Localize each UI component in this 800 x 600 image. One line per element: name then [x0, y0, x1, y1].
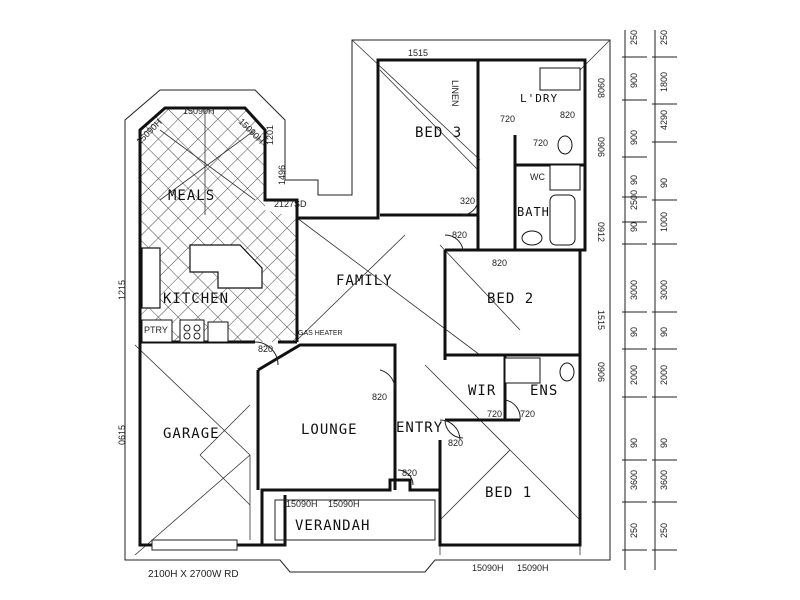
toilet	[557, 135, 573, 155]
bed1-window-2: 15090H	[517, 563, 549, 573]
dimension-label: 90	[629, 438, 639, 448]
room-label-entry: ENTRY	[396, 420, 443, 436]
bed2-side-window: 1515	[596, 310, 606, 330]
dimension-label: 4290	[659, 110, 669, 130]
dimension-label: 90	[629, 222, 639, 232]
bed1-side-window: 0906	[596, 362, 606, 382]
meals-dim-1: 1201	[265, 125, 275, 145]
dimension-label: 250	[629, 523, 639, 538]
room-label-family: FAMILY	[336, 273, 393, 289]
dimension-label: 2500	[629, 190, 639, 210]
pantry	[141, 319, 173, 343]
door-bed2: 820	[492, 258, 507, 268]
verandah-window-1: 15090H	[286, 499, 318, 509]
dimension-label: 2000	[659, 365, 669, 385]
dimension-label: 250	[629, 30, 639, 45]
dimension-label: 3600	[659, 470, 669, 490]
room-label-meals: MEALS	[168, 188, 215, 204]
dimension-label: 2000	[629, 365, 639, 385]
bath-tub	[549, 194, 576, 246]
room-label-bed3: BED 3	[415, 125, 462, 141]
door-ldry: 820	[560, 110, 575, 120]
room-label-ptry: PTRY	[144, 325, 168, 335]
fridge	[207, 321, 229, 343]
basin	[521, 230, 543, 246]
room-label-bath: BATH	[517, 205, 550, 219]
room-label-bed2: BED 2	[487, 291, 534, 307]
verandah-floor	[274, 499, 436, 541]
room-label-verandah: VERANDAH	[295, 518, 370, 534]
dimension-label: 900	[629, 130, 639, 145]
cooktop	[179, 319, 205, 343]
room-label-ldry: L'DRY	[520, 92, 558, 105]
meals-window-top: 15090H	[183, 106, 215, 116]
room-label-kitchen: KITCHEN	[163, 291, 229, 307]
door-entry-2: 820	[402, 468, 417, 478]
room-label-linen: LINEN	[450, 80, 460, 107]
dimension-label: 900	[629, 73, 639, 88]
laundry-tub	[539, 67, 581, 91]
dimension-label: 90	[659, 327, 669, 337]
garage-door-label: 2100H X 2700W RD	[148, 569, 239, 580]
dimension-label: 3600	[629, 470, 639, 490]
dimension-label: 3000	[629, 280, 639, 300]
wc-side-window: 0906	[596, 137, 606, 157]
room-label-ens: ENS	[530, 383, 558, 399]
door-family-top: 820	[452, 230, 467, 240]
room-label-wc: WC	[530, 172, 545, 182]
kitchen-side-window: 1215	[117, 280, 127, 300]
kitchen-bench	[141, 247, 161, 309]
room-label-wir: WIR	[468, 383, 496, 399]
dimension-label: 3000	[659, 280, 669, 300]
kitchen-island	[189, 244, 263, 289]
meals-dim-2: 1496	[277, 165, 287, 185]
room-label-lounge: LOUNGE	[301, 422, 358, 438]
bed1-window-1: 15090H	[472, 563, 504, 573]
room-label-garage: GARAGE	[163, 426, 220, 442]
dimension-label: 90	[629, 327, 639, 337]
door-ens: 720	[520, 409, 535, 419]
room-label-bed1: BED 1	[485, 485, 532, 501]
dimension-label: 90	[659, 178, 669, 188]
dimension-label: 1800	[659, 72, 669, 92]
door-wir: 720	[487, 409, 502, 419]
garage-door	[151, 539, 238, 551]
dimension-label: 1000	[659, 212, 669, 232]
door-swings	[254, 199, 521, 486]
dimension-label: 90	[629, 175, 639, 185]
bed3-window-label: 1515	[408, 48, 428, 58]
door-kitchen: 820	[258, 344, 273, 354]
family-window-label: 2127SD	[274, 199, 307, 209]
dimension-column-1: 250 900 900 90 2500 90 3000 90 2000 90 3600 250	[622, 30, 647, 551]
verandah-window-2: 15090H	[328, 499, 360, 509]
ens-toilet	[559, 362, 575, 382]
shower	[549, 164, 581, 191]
ldry-side-window: 0908	[596, 78, 606, 98]
ens-shower	[504, 357, 541, 384]
door-bed3: 320	[460, 196, 475, 206]
garage-side-window: 0615	[117, 425, 127, 445]
door-wc: 720	[533, 138, 548, 148]
door-linen: 720	[500, 114, 515, 124]
door-entry: 820	[448, 438, 463, 448]
dimension-label: 90	[659, 438, 669, 448]
roof-hips	[134, 39, 611, 556]
dimension-column-2: 250 1800 4290 90 1000 3000 90 2000 90 3600 250	[652, 30, 677, 551]
door-lounge: 820	[372, 392, 387, 402]
bath-side-window: 0912	[596, 222, 606, 242]
dimension-label: 250	[659, 523, 669, 538]
gas-heater-label: GAS HEATER	[298, 330, 343, 337]
dimension-label: 250	[659, 30, 669, 45]
verandah-outline	[260, 495, 287, 547]
